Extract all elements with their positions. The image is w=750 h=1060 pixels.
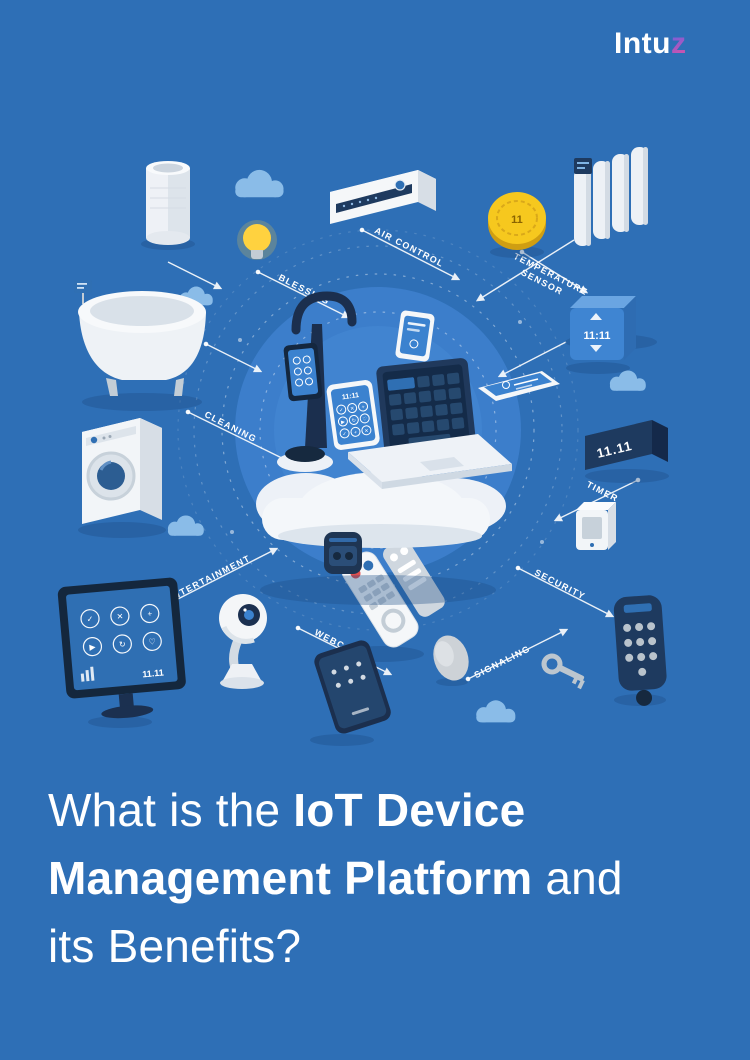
label-timer: TIMER	[585, 479, 620, 504]
svg-text:♡: ♡	[362, 416, 367, 423]
svg-text:✕: ✕	[364, 428, 369, 435]
tablet-right-icon	[478, 371, 560, 401]
connection-line	[521, 251, 589, 294]
connection-lines	[167, 229, 639, 680]
title-part: What is the	[48, 784, 294, 836]
cloud-icon	[609, 370, 646, 391]
connection-line	[497, 341, 567, 378]
page-title: What is the IoT Device Management Platfo…	[48, 776, 623, 980]
title-part: and	[532, 852, 623, 904]
smart-lock-icon	[613, 595, 667, 706]
mini-tablet-icon	[395, 310, 435, 362]
svg-text:♡: ♡	[148, 637, 156, 647]
connection-line	[517, 567, 615, 618]
svg-text:+: +	[147, 609, 153, 618]
thermostat-dial-icon: 11	[488, 192, 546, 250]
svg-text:✕: ✕	[116, 612, 123, 622]
radiator-icon	[574, 147, 648, 246]
key-icon	[541, 653, 585, 690]
connection-line	[475, 239, 575, 302]
svg-text:✓: ✓	[339, 407, 344, 414]
remote-control-secondary-icon	[383, 539, 445, 617]
label-air-control: AIR CONTROL	[373, 225, 446, 269]
title-part-bold: Management Platform	[48, 852, 533, 904]
webcam-icon	[219, 594, 267, 689]
connection-line	[187, 411, 293, 464]
intuz-logo: Intuz	[614, 27, 686, 60]
connection-line	[205, 343, 263, 373]
title-line-1: What is the IoT Device	[48, 776, 623, 844]
temperature-sensor-icon: 11:11	[570, 296, 636, 360]
svg-text:▶: ▶	[89, 642, 97, 652]
tv-time: 11.11	[142, 668, 164, 680]
air-conditioner-icon	[330, 170, 436, 224]
tablet-icon: 11:11 ✓ ✕ + ▶ ↻ ♡ ✓ + ✕	[326, 380, 380, 450]
svg-text:▶: ▶	[341, 419, 346, 425]
connection-line	[167, 261, 223, 290]
title-part-bold: IoT Device	[293, 784, 526, 836]
cloud-platform	[256, 472, 506, 605]
light-bulb-icon	[237, 220, 277, 260]
connection-line	[257, 271, 351, 319]
cloud-icon	[235, 169, 284, 198]
smart-speaker-icon	[146, 161, 190, 245]
title-line-3: its Benefits?	[48, 912, 623, 980]
svg-text:✓: ✓	[342, 431, 347, 438]
svg-text:+: +	[354, 430, 358, 436]
label-security: SECURITY	[533, 567, 587, 601]
svg-text:✕: ✕	[350, 406, 355, 413]
title-line-2: Management Platform and	[48, 844, 623, 912]
timer-device-icon: 11.11	[585, 420, 668, 470]
svg-text:+: +	[361, 404, 365, 410]
cloud-icon	[476, 700, 516, 723]
wall-sensor-icon	[576, 502, 616, 550]
connection-line	[467, 628, 569, 680]
laptop-icon	[348, 358, 512, 489]
smartphone-icon	[314, 640, 391, 734]
connection-line	[171, 547, 279, 603]
cloud-icon	[167, 515, 204, 536]
connection-line	[361, 229, 461, 281]
smart-assistant-icon	[277, 291, 357, 472]
bathtub-icon	[74, 280, 206, 396]
logo-text: Intuz	[614, 27, 686, 60]
tablet-time: 11:11	[342, 392, 360, 401]
svg-text:↻: ↻	[119, 640, 126, 650]
iot-illustration: BLESSING AIR CONTROL TEMPERATURE SENSOR …	[57, 147, 669, 746]
svg-text:✓: ✓	[86, 614, 93, 624]
signal-fob-icon	[433, 635, 469, 681]
smart-tv-icon: ✓ ✕ + ▶ ↻ ♡ 11.11	[57, 577, 186, 719]
svg-text:↻: ↻	[351, 418, 356, 425]
washing-machine-icon	[82, 418, 162, 524]
title-part: its Benefits?	[48, 920, 302, 972]
connection-line	[553, 479, 639, 522]
label-signaling: SIGNALING	[473, 643, 533, 680]
dial-value: 11	[511, 214, 523, 226]
sensor-time: 11:11	[584, 330, 611, 342]
speaker-dock-icon	[324, 532, 362, 574]
